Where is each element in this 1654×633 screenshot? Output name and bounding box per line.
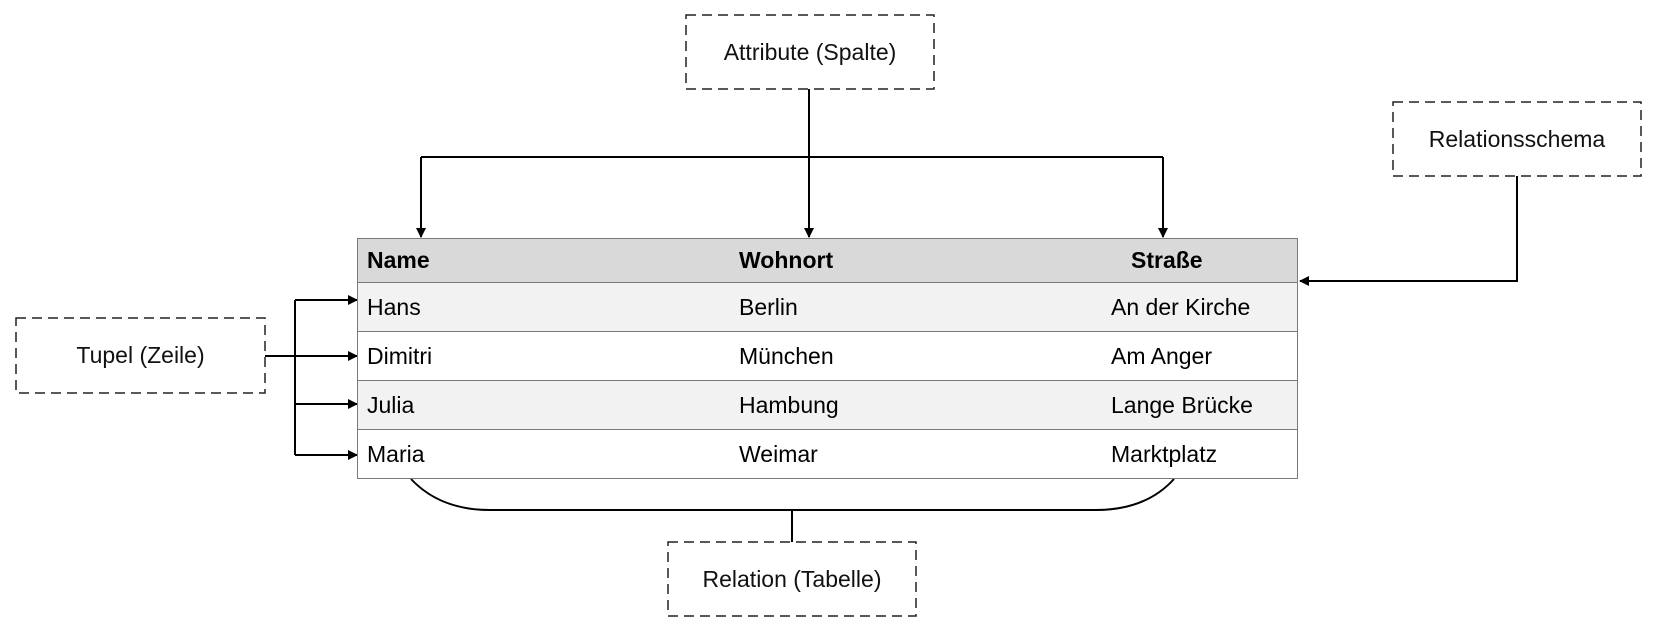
header-cell-name: Name (367, 247, 430, 273)
table-row: Maria Weimar Marktplatz (358, 429, 1297, 478)
relation-table: Name Wohnort Straße Hans Berlin An der K… (357, 238, 1298, 479)
table-cell: Marktplatz (1111, 440, 1218, 467)
table-row: Hans Berlin An der Kirche (358, 282, 1297, 331)
table-cell: An der Kirche (1111, 293, 1251, 320)
relation-brace (410, 478, 1175, 542)
table-cell: Hambung (739, 391, 839, 418)
table-cell: Weimar (739, 440, 818, 467)
tupel-connector (265, 295, 358, 460)
schema-connector (1299, 176, 1518, 286)
attribute-label-text: Attribute (Spalte) (723, 38, 897, 65)
header-cell-strasse: Straße (1131, 247, 1203, 273)
tupel-label-text: Tupel (Zeile) (76, 342, 205, 368)
relation-label: Relation (Tabelle) (668, 542, 916, 616)
relation-label-text: Relation (Tabelle) (702, 565, 882, 592)
table-cell: Lange Brücke (1111, 391, 1253, 418)
table-cell: Julia (367, 391, 415, 418)
header-cell-wohnort: Wohnort (739, 247, 834, 273)
table-row: Dimitri München Am Anger (358, 331, 1297, 380)
table-cell: Hans (367, 293, 421, 320)
tupel-box-frame (15, 317, 266, 394)
table-cell: Berlin (739, 293, 798, 320)
attribute-connector (416, 89, 1168, 238)
schema-label: Relationsschema (1393, 102, 1641, 176)
schema-label-text: Relationsschema (1428, 125, 1606, 152)
table-header-row: Name Wohnort Straße (358, 239, 1297, 282)
table-cell: Am Anger (1111, 342, 1212, 369)
table-cell: Maria (367, 440, 425, 467)
table-row: Julia Hambung Lange Brücke (358, 380, 1297, 429)
table-cell: München (739, 342, 834, 369)
attribute-label: Attribute (Spalte) (686, 15, 934, 89)
table-cell: Dimitri (367, 342, 433, 369)
tupel-label: Tupel (Zeile) (16, 318, 265, 393)
